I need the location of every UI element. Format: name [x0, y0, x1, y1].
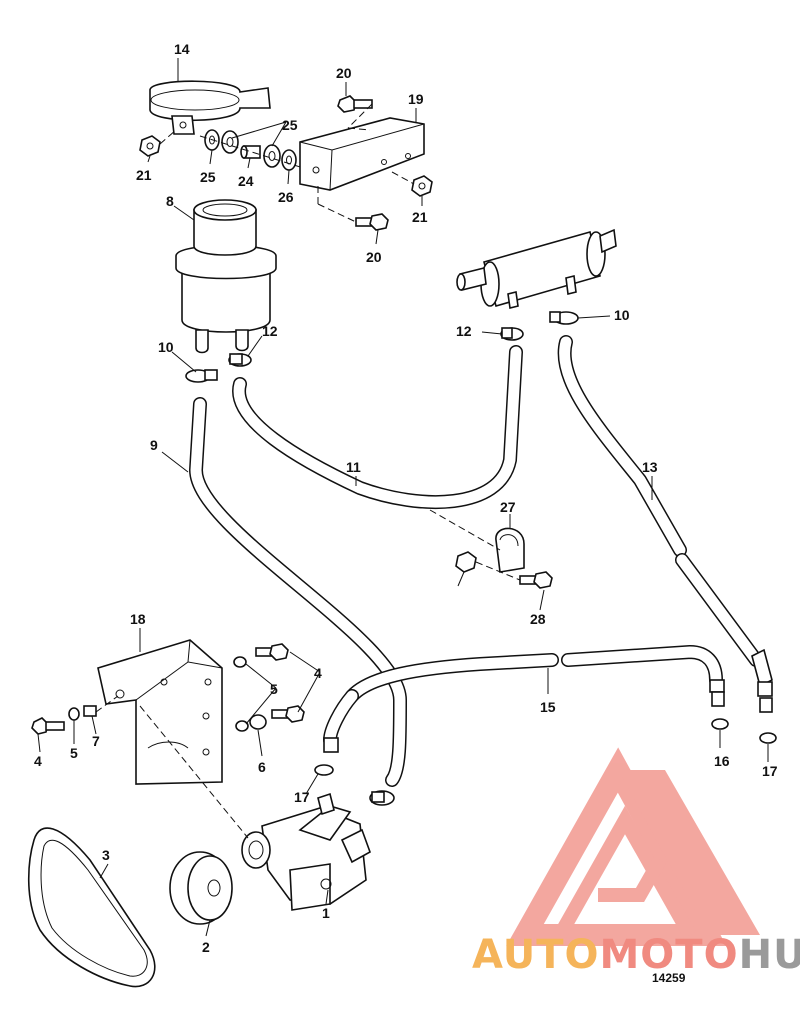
reservoir-clamp-18 — [149, 80, 271, 135]
washer-5-left — [68, 707, 80, 721]
hose-clamp-12-right — [500, 327, 524, 341]
fluid-cooler — [456, 228, 617, 309]
callout-12-left: 12 — [262, 323, 278, 339]
hose-clamp-26 — [495, 527, 525, 573]
callout-24: 25 — [282, 117, 298, 133]
hose-clamp-12-left — [228, 353, 252, 367]
spacer-23 — [240, 145, 261, 159]
drive-belt-3 — [27, 827, 156, 988]
washer-24-right — [263, 144, 281, 168]
callout-25-right: 26 — [278, 189, 294, 205]
washer-5-upper — [233, 656, 247, 668]
callout-9: 9 — [150, 437, 158, 453]
pulley-2 — [169, 851, 233, 925]
nut-28 — [455, 551, 477, 573]
callout-23: 24 — [238, 173, 254, 189]
nut-21-left — [139, 135, 161, 157]
callout-6: 6 — [258, 759, 266, 775]
bolt-20-top — [337, 95, 373, 113]
watermark-text-auto: AUTO — [472, 932, 600, 978]
hose-clamp-10-left — [185, 369, 218, 383]
spacer-7 — [83, 705, 97, 717]
callout-19: 19 — [408, 91, 424, 107]
bolt-20-bottom — [355, 213, 389, 231]
mounting-bracket-19 — [299, 117, 425, 191]
callout-10-right: 10 — [614, 307, 630, 323]
hose-9 — [189, 397, 407, 787]
fluid-reservoir-8 — [175, 199, 277, 354]
hose-13 — [557, 335, 773, 713]
washer-5-lower — [235, 720, 249, 732]
bolt-4-upper — [255, 643, 289, 661]
power-steering-pump-1 — [241, 792, 371, 911]
leader-lines — [37, 58, 769, 937]
hose-clamp-pump — [369, 790, 395, 806]
callout-7: 7 — [92, 733, 100, 749]
watermark-text-hub: HUB — [739, 932, 800, 978]
callout-20-bottom: 20 — [366, 249, 382, 265]
callout-3: 3 — [102, 847, 110, 863]
hose-11 — [232, 345, 523, 509]
hose-15 — [323, 645, 725, 753]
bolt-27 — [519, 571, 553, 589]
o-ring-16 — [711, 718, 729, 730]
bolt-4-left — [31, 717, 65, 735]
drawing-number: 14259 — [652, 971, 686, 985]
watermark-logo-icon — [506, 747, 760, 946]
callout-2: 2 — [202, 939, 210, 955]
callout-10-left: 10 — [158, 339, 174, 355]
callout-8: 8 — [166, 193, 174, 209]
callout-4-upper: 4 — [314, 665, 322, 681]
watermark-text: AUTOMOTOHUB — [472, 932, 800, 978]
o-ring-17 — [314, 764, 334, 776]
callout-27: 28 — [530, 611, 546, 627]
callout-5-upper: 5 — [270, 681, 278, 697]
watermark-text-moto: MOTO — [600, 932, 739, 978]
callout-18: 14 — [174, 41, 190, 57]
callout-11: 11 — [346, 459, 361, 475]
washer-25-right — [281, 149, 297, 171]
callout-5-left: 5 — [70, 745, 78, 761]
callout-14: 17 — [762, 763, 778, 779]
callout-16: 16 — [714, 753, 730, 769]
callout-21-left: 21 — [136, 167, 152, 183]
callout-4-left: 4 — [34, 753, 42, 769]
pump-bracket-22 — [97, 639, 223, 785]
callout-13: 13 — [642, 459, 658, 475]
callout-1: 1 — [322, 905, 330, 921]
washer-6 — [249, 714, 267, 730]
callout-15: 15 — [540, 699, 556, 715]
washer-24-left — [221, 130, 239, 154]
callout-20-top: 20 — [336, 65, 352, 81]
callout-26: 27 — [500, 499, 516, 515]
o-ring-14 — [759, 732, 777, 744]
callout-17: 17 — [294, 789, 310, 805]
callout-21-right: 21 — [412, 209, 428, 225]
callout-12-right: 12 — [456, 323, 472, 339]
bolt-4-lower — [271, 705, 305, 723]
hose-clamp-10-right — [549, 311, 579, 325]
callout-25-left: 25 — [200, 169, 216, 185]
callout-22: 18 — [130, 611, 146, 627]
nut-21-right — [411, 175, 433, 197]
